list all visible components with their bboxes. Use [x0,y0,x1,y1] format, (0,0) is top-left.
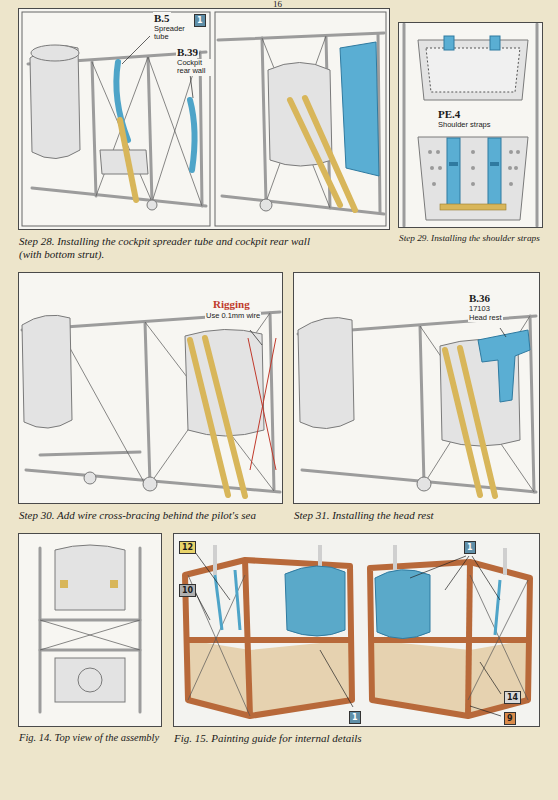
panel-ground [18,533,162,727]
callout-number: 14 [507,692,518,703]
paint-chip: 14 [504,691,521,704]
paint-chip: 12 [179,541,196,554]
paint-chip: 1 [349,711,361,724]
panel-ground [293,272,540,504]
panel-ground [173,533,540,727]
sub-frame [22,12,210,226]
callout-number: 9 [507,713,513,724]
callout-number: 1 [467,542,473,553]
step31-drawing [298,316,536,496]
step-caption: Fig. 15. Painting guide for internal det… [174,732,541,745]
step-panel: Fig. 14. Top view of the assembly [18,533,162,727]
part-number: B.36 [468,292,491,304]
part-number: B.5 [153,12,171,24]
fig14-drawing [40,545,140,712]
callout-number: 1 [197,15,203,26]
step28-right-drawing [218,33,384,214]
step-caption: Step 30. Add wire cross-bracing behind t… [19,509,291,522]
paint-chip: 1 [194,14,206,27]
panel-ground [18,272,283,504]
part-name: Shoulder straps [437,121,492,129]
paint-chip: 10 [179,584,196,597]
paint-chip: 1 [464,541,476,554]
step-caption: Step 28. Installing the cockpit spreader… [19,235,319,261]
part-name: Cockpit rear wall [176,59,212,76]
rigging-note: Rigging [212,298,251,310]
rigging-note: Use 0.1mm wire [205,312,261,320]
part-code: 17103 [468,305,491,313]
callout-number: 12 [182,542,193,553]
part-name: Spreader tube [153,25,191,42]
step30-drawing [22,312,280,496]
part-number: B.39 [176,46,199,58]
step-panel: Step 31. Installing the head rest [293,272,540,504]
callout-number: 10 [182,585,193,596]
callout-number: 1 [352,712,358,723]
part-name: Head rest [468,314,503,322]
page-number: 16 [272,0,283,10]
part-number: PE.4 [437,108,461,120]
fig15-drawing [185,545,530,716]
panel-ground [18,8,390,230]
step-caption: Fig. 14. Top view of the assembly [19,732,169,745]
step-caption: Step 29. Installing the shoulder straps [399,233,554,244]
panel-ground [398,22,543,228]
step-panel: Step 28. Installing the cockpit spreader… [18,8,390,230]
step-caption: Step 31. Installing the head rest [294,509,541,522]
step29-drawing [404,24,537,226]
sub-frame [215,12,386,226]
paint-chip: 9 [504,712,516,725]
step-panel: Fig. 15. Painting guide for internal det… [173,533,540,727]
